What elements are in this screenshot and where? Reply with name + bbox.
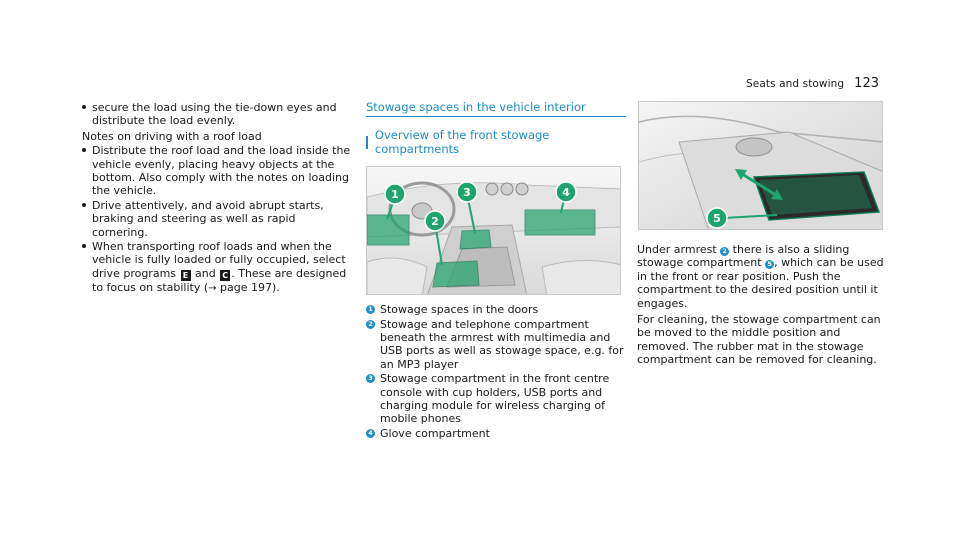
drive-programs-text: When transporting roof loads and when th… xyxy=(92,240,346,280)
drive-program-c-icon: C xyxy=(220,269,231,281)
svg-text:2: 2 xyxy=(431,215,439,228)
inline-number-5: 5 xyxy=(765,260,775,270)
svg-text:5: 5 xyxy=(713,212,721,225)
stowage-legend: 1 Stowage spaces in the doors 2 Stowage … xyxy=(366,303,626,440)
page-number: 123 xyxy=(854,76,879,91)
callout-3: 3 xyxy=(456,181,478,203)
bullet-drive-attentively: Drive attentively, and avoid abrupt star… xyxy=(82,199,354,239)
stability-text: . These are designed to focus on stabili… xyxy=(92,266,347,294)
legend-item-3: 3 Stowage compartment in the front centr… xyxy=(366,372,626,426)
armrest-paragraph: Under armrest 2 there is also a sliding … xyxy=(637,243,895,310)
section-title: Stowage spaces in the vehicle interior xyxy=(366,100,626,118)
legend-item-1: 1 Stowage spaces in the doors xyxy=(366,303,626,316)
car-interior-illustration: 1 2 3 4 xyxy=(367,167,620,295)
legend-text-4: Glove compartment xyxy=(380,426,490,440)
notes-heading: Notes on driving with a roof load xyxy=(82,129,262,143)
armrest-text-b: there is also a sliding stowage compartm… xyxy=(637,243,850,270)
header-section-title: Seats and stowing xyxy=(746,78,845,90)
bullet-distribute-load: Distribute the roof load and the load in… xyxy=(82,144,354,198)
legend-text-3: Stowage compartment in the front centre … xyxy=(380,372,610,426)
callout-5: 5 xyxy=(706,207,728,229)
cleaning-paragraph: For cleaning, the stowage compartment ca… xyxy=(637,313,881,367)
armrest-compartment-illustration: 5 xyxy=(638,101,883,230)
callout-4: 4 xyxy=(555,181,577,203)
middle-column: Stowage spaces in the vehicle interior O… xyxy=(366,100,626,441)
bullet-secure-load: secure the load using the tie-down eyes … xyxy=(82,101,354,128)
armrest-text-c: , which can be used in the front or rear… xyxy=(637,256,884,310)
legend-number-1: 1 xyxy=(366,305,375,315)
legend-number-4: 4 xyxy=(366,428,375,438)
right-column: 5 Under armrest 2 there is also a slidin… xyxy=(637,101,895,367)
subsection-title-text: Overview of the front stowage compartmen… xyxy=(374,128,550,156)
inline-number-2: 2 xyxy=(720,247,730,256)
svg-text:1: 1 xyxy=(391,188,399,201)
callout-1: 1 xyxy=(384,183,406,205)
svg-text:3: 3 xyxy=(463,186,471,199)
drive-program-e-icon: E xyxy=(180,269,191,281)
legend-number-3: 3 xyxy=(366,374,375,384)
subsection-title: Overview of the front stowage compartmen… xyxy=(366,129,626,156)
closing-text: ). xyxy=(272,280,280,294)
callout-2: 2 xyxy=(424,210,446,232)
legend-item-2: 2 Stowage and telephone compartment bene… xyxy=(366,318,626,372)
legend-text-2: Stowage and telephone compartment beneat… xyxy=(380,317,624,371)
page-header: Seats and stowing 123 xyxy=(746,76,879,91)
and-text: and xyxy=(195,266,216,280)
armrest-illustration: 5 xyxy=(639,102,882,229)
bullet-drive-programs: When transporting roof loads and when th… xyxy=(82,240,354,295)
front-stowage-illustration: 1 2 3 4 xyxy=(366,166,621,296)
svg-text:4: 4 xyxy=(562,186,570,199)
legend-text-1: Stowage spaces in the doors xyxy=(380,303,539,317)
armrest-text-a: Under armrest xyxy=(637,243,717,256)
heading-bar xyxy=(366,136,368,150)
legend-number-2: 2 xyxy=(366,319,375,329)
left-column: secure the load using the tie-down eyes … xyxy=(82,101,354,295)
page-reference-link[interactable]: page 197 xyxy=(220,280,272,294)
legend-item-4: 4 Glove compartment xyxy=(366,427,626,440)
arrow-icon: → xyxy=(208,282,217,294)
